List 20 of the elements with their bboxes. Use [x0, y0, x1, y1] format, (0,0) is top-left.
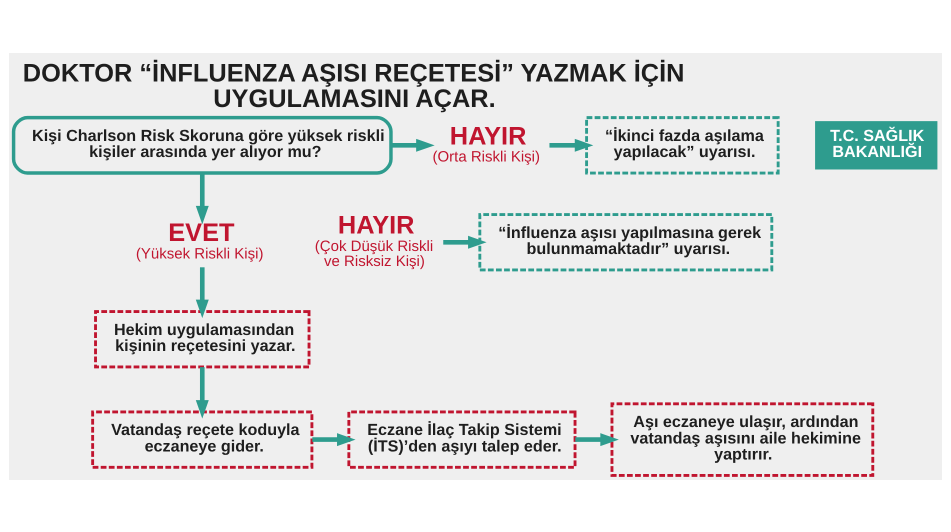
- arrow: [391, 138, 435, 152]
- diagram-title: DOKTOR “İNFLUENZA AŞISI REÇETESİ” YAZMAK İÇİN UYGULAMASINI AÇAR.: [22, 58, 685, 112]
- arrow: [196, 366, 209, 418]
- node-box: “İnfluenza aşısı yapılmasına gerek bulunmamaktadır” uyarısı.: [478, 212, 774, 271]
- arrow: [549, 138, 594, 152]
- arrow: [575, 432, 619, 446]
- node-box: Eczane İlaç Takip Sistemi (İTS)’den aşıyı talep eder.: [347, 410, 576, 468]
- label: T.C. SAĞLIK BAKANLIĞI: [830, 126, 924, 161]
- node-text: HAYIR (Orta Riskli Kişi): [432, 122, 540, 165]
- arrow: [312, 432, 356, 446]
- node-box: Vatandaş reçete koduyla eczaneye gider.: [91, 410, 314, 468]
- node-text: HAYIR (Çok Düşük Riskli ve Risksiz Kişi): [314, 211, 434, 270]
- arrow: [196, 266, 209, 318]
- node-box: Hekim uygulamasından kişinin reçetesini yazar.: [94, 310, 310, 368]
- node-box: Kişi Charlson Risk Skoruna göre yüksek riskli kişiler arasında yer alıyor mu?: [12, 115, 393, 174]
- node-box: “İkinci fazda aşılama yapılacak” uyarısı.: [585, 116, 780, 174]
- node-box: Aşı eczaneye ulaşır, ardından vatandaş aşısını aile hekimine yaptırır.: [610, 402, 874, 476]
- arrow: [196, 172, 209, 224]
- node-text: EVET (Yüksek Riskli Kişi): [136, 218, 264, 262]
- arrow: [443, 235, 487, 248]
